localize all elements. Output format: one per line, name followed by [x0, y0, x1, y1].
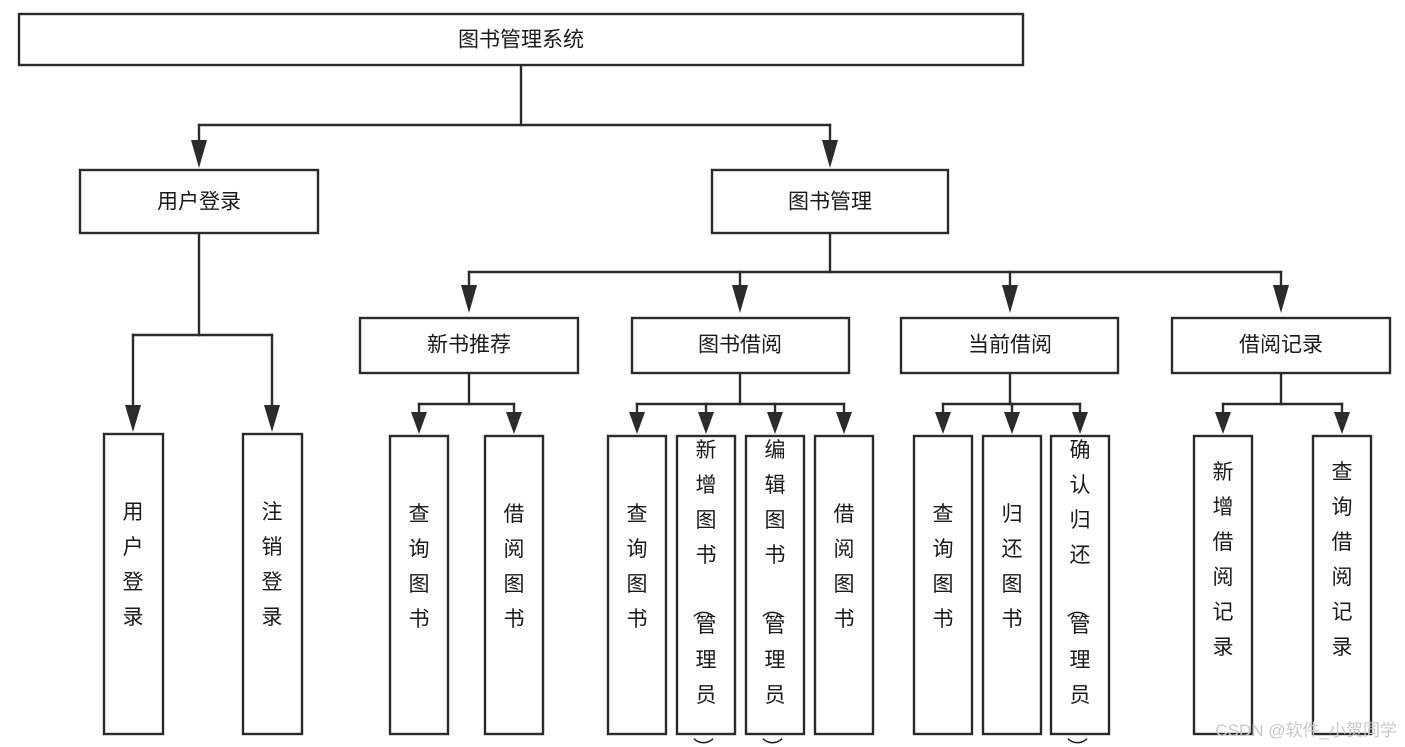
- node-borrow-record[interactable]: 借阅记录: [1170, 316, 1392, 375]
- node-current-borrow-label: 当前借阅: [968, 334, 1052, 357]
- node-leaf-logout[interactable]: 注销登录: [241, 432, 304, 736]
- node-borrow-record-label: 借阅记录: [1239, 334, 1323, 357]
- node-leaf-borrow-book-2-box[interactable]: [813, 434, 875, 736]
- node-leaf-add-record-label: 新增借阅记录: [1213, 461, 1234, 659]
- arrow-to-leaf-query-record: [1334, 412, 1350, 434]
- arrow-to-leaf-user-login: [125, 405, 141, 432]
- node-leaf-add-record[interactable]: 新增借阅记录: [1192, 434, 1254, 736]
- node-book-borrow[interactable]: 图书借阅: [630, 316, 851, 375]
- arrow-to-leaf-borrow-book-2: [836, 412, 852, 434]
- node-leaf-return-book[interactable]: 归还图书: [981, 434, 1043, 736]
- node-book-borrow-box[interactable]: [630, 316, 851, 375]
- node-leaf-query-book-3-box[interactable]: [912, 434, 974, 736]
- node-user-login-label: 用户登录: [157, 191, 241, 214]
- node-leaf-query-record-label: 查询借阅记录: [1332, 461, 1353, 659]
- node-leaf-query-book-2[interactable]: 查询图书: [606, 434, 668, 736]
- arrow-to-user-login: [191, 140, 207, 168]
- node-leaf-add-book-label: 新增图书（管理员）: [691, 439, 717, 747]
- arrow-to-leaf-borrow-book-1: [506, 412, 522, 434]
- node-borrow-record-box[interactable]: [1170, 316, 1392, 375]
- node-book-manage-box[interactable]: [710, 168, 950, 235]
- arrow-to-leaf-add-book: [698, 412, 714, 434]
- node-new-book-rec[interactable]: 新书推荐: [358, 316, 580, 375]
- node-leaf-user-login-box[interactable]: [102, 432, 165, 736]
- node-current-borrow-box[interactable]: [899, 316, 1120, 375]
- node-leaf-query-book-1-label: 查询图书: [409, 503, 430, 631]
- node-leaf-borrow-book-2[interactable]: 借阅图书: [813, 434, 875, 736]
- arrow-to-leaf-query-book-2: [629, 412, 645, 434]
- node-user-login-box[interactable]: [78, 168, 320, 235]
- node-leaf-query-book-2-box[interactable]: [606, 434, 668, 736]
- node-leaf-return-book-box[interactable]: [981, 434, 1043, 736]
- node-current-borrow[interactable]: 当前借阅: [899, 316, 1120, 375]
- node-leaf-query-book-3[interactable]: 查询图书: [912, 434, 974, 736]
- node-new-book-rec-label: 新书推荐: [427, 334, 511, 357]
- node-leaf-logout-label: 注销登录: [262, 501, 283, 629]
- arrow-to-leaf-edit-book: [767, 412, 783, 434]
- arrow-to-leaf-query-book-1: [411, 412, 427, 434]
- arrow-to-leaf-return-book: [1004, 412, 1020, 434]
- arrow-to-leaf-query-book-3: [935, 412, 951, 434]
- node-leaf-borrow-book-1[interactable]: 借阅图书: [483, 434, 545, 736]
- node-leaf-confirm-return-box[interactable]: [1049, 434, 1111, 736]
- node-new-book-rec-box[interactable]: [358, 316, 580, 375]
- node-leaf-user-login-label: 用户登录: [123, 501, 144, 629]
- node-book-manage-label: 图书管理: [788, 191, 872, 214]
- node-leaf-edit-book-label: 编辑图书（管理员）: [760, 439, 786, 747]
- node-leaf-query-book-2-label: 查询图书: [627, 503, 648, 631]
- arrow-to-leaf-add-record: [1215, 412, 1231, 434]
- node-root[interactable]: 图书管理系统: [17, 12, 1025, 67]
- node-book-manage[interactable]: 图书管理: [710, 168, 950, 235]
- node-root-box[interactable]: [17, 12, 1025, 67]
- node-leaf-edit-book[interactable]: 编辑图书（管理员）: [744, 434, 806, 747]
- node-book-borrow-label: 图书借阅: [698, 334, 782, 357]
- node-leaf-return-book-label: 归还图书: [1002, 503, 1023, 631]
- node-leaf-borrow-book-1-box[interactable]: [483, 434, 545, 736]
- node-leaf-add-book-box[interactable]: [675, 434, 737, 736]
- node-leaf-query-record[interactable]: 查询借阅记录: [1311, 434, 1373, 736]
- connector-layer: [125, 63, 1350, 434]
- arrow-to-leaf-logout: [264, 405, 280, 432]
- node-leaf-borrow-book-2-label: 借阅图书: [834, 503, 855, 631]
- node-leaf-borrow-book-1-label: 借阅图书: [504, 503, 525, 631]
- node-leaf-add-record-box[interactable]: [1192, 434, 1254, 736]
- arrow-to-new-book-rec: [461, 285, 477, 313]
- node-leaf-logout-box[interactable]: [241, 432, 304, 736]
- arrow-to-book-manage: [822, 140, 838, 168]
- node-leaf-user-login[interactable]: 用户登录: [102, 432, 165, 736]
- node-leaf-confirm-return-label: 确认归还（管理员）: [1065, 439, 1091, 747]
- arrow-to-borrow-record: [1273, 285, 1289, 313]
- node-leaf-add-book[interactable]: 新增图书（管理员）: [675, 434, 737, 747]
- node-leaf-edit-book-box[interactable]: [744, 434, 806, 736]
- node-leaf-query-record-box[interactable]: [1311, 434, 1373, 736]
- node-leaf-confirm-return[interactable]: 确认归还（管理员）: [1049, 434, 1111, 747]
- node-root-label: 图书管理系统: [458, 29, 584, 52]
- node-leaf-query-book-1-box[interactable]: [388, 434, 450, 736]
- arrow-to-book-borrow: [732, 285, 748, 313]
- arrow-to-current-borrow: [1002, 285, 1018, 313]
- csdn-watermark: CSDN @软件_小贺同学: [1215, 721, 1397, 740]
- node-leaf-query-book-1[interactable]: 查询图书: [388, 434, 450, 736]
- arrow-to-leaf-confirm-return: [1072, 412, 1088, 434]
- node-leaf-query-book-3-label: 查询图书: [933, 503, 954, 631]
- node-user-login[interactable]: 用户登录: [78, 168, 320, 235]
